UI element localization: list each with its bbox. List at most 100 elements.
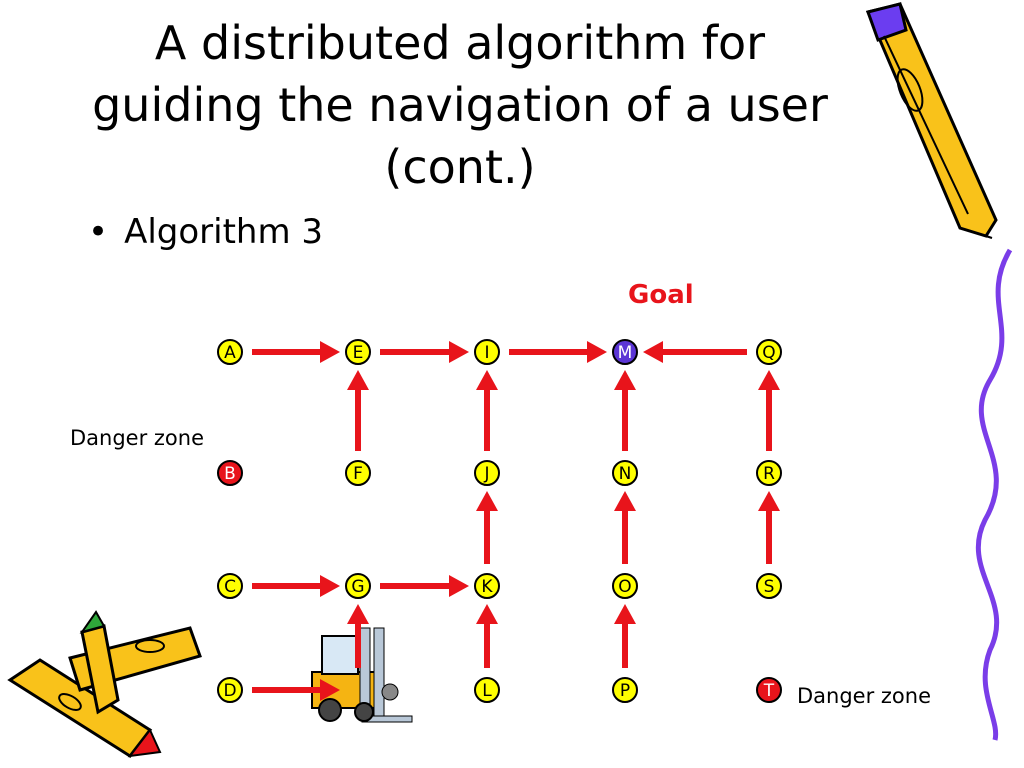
arrow-head — [476, 604, 498, 624]
arrow-O-to-N — [614, 491, 636, 564]
title-line-3: (cont.) — [384, 140, 536, 194]
node-J: J — [474, 460, 500, 486]
arrow-N-to-M — [614, 370, 636, 451]
node-O: O — [612, 573, 638, 599]
node-circle — [756, 460, 782, 486]
node-circle — [756, 573, 782, 599]
node-circle — [612, 573, 638, 599]
arrow-P-to-O — [614, 604, 636, 668]
arrow-head — [449, 575, 469, 597]
node-label: S — [764, 577, 775, 597]
arrow-head — [476, 370, 498, 390]
node-circle — [217, 339, 243, 365]
arrow-I-to-M — [509, 341, 607, 363]
node-R: R — [756, 460, 782, 486]
arrow-head — [758, 370, 780, 390]
node-label: I — [484, 343, 489, 363]
arrow-head — [347, 370, 369, 390]
node-label: R — [763, 464, 775, 484]
arrow-E-to-I — [380, 341, 469, 363]
node-circle — [474, 573, 500, 599]
node-label: A — [224, 343, 236, 363]
node-circle — [345, 460, 371, 486]
arrow-G-to-K — [380, 575, 469, 597]
node-K: K — [474, 573, 500, 599]
node-M: M — [612, 339, 638, 365]
arrow-head — [347, 604, 369, 624]
arrow-head — [449, 341, 469, 363]
node-A: A — [217, 339, 243, 365]
node-label: D — [223, 681, 236, 701]
bullet-item: • Algorithm 3 — [88, 212, 323, 252]
node-T: T — [756, 677, 782, 703]
node-I: I — [474, 339, 500, 365]
crayons-clipart-icon — [7, 610, 202, 758]
node-Q: Q — [756, 339, 782, 365]
arrow-head — [614, 491, 636, 511]
arrow-head — [614, 370, 636, 390]
bullet-text: Algorithm 3 — [124, 212, 324, 252]
node-label: T — [763, 681, 775, 701]
node-circle — [217, 573, 243, 599]
bullet-dot-icon: • — [88, 212, 109, 252]
node-circle — [345, 573, 371, 599]
node-label: B — [224, 464, 236, 484]
arrow-A-to-E — [252, 341, 340, 363]
arrow-F-to-E — [347, 370, 369, 451]
node-C: C — [217, 573, 243, 599]
node-E: E — [345, 339, 371, 365]
node-label: M — [618, 343, 633, 363]
node-B: B — [217, 460, 243, 486]
goal-label: Goal — [628, 280, 694, 310]
arrow-R-to-Q — [758, 370, 780, 451]
title-line-1: A distributed algorithm for — [154, 16, 766, 70]
node-circle — [474, 460, 500, 486]
node-P: P — [612, 677, 638, 703]
node-circle — [345, 339, 371, 365]
node-circle — [756, 677, 782, 703]
arrow-head — [758, 491, 780, 511]
node-label: L — [482, 681, 492, 701]
wavy-line-decoration — [975, 248, 1013, 741]
node-label: Q — [762, 343, 775, 363]
danger-zone-label-right: Danger zone — [797, 684, 932, 708]
node-circle — [612, 339, 638, 365]
arrow-head — [320, 679, 340, 701]
node-L: L — [474, 677, 500, 703]
arrow-Q-to-M — [643, 341, 747, 363]
arrow-head — [476, 491, 498, 511]
node-label: K — [481, 577, 493, 597]
arrow-head — [643, 341, 663, 363]
node-label: F — [353, 464, 363, 484]
pencil-clipart-top-right-icon — [865, 2, 998, 239]
arrow-D-to-H — [252, 679, 340, 701]
arrow-K-to-J — [476, 491, 498, 564]
node-label: G — [351, 577, 364, 597]
node-label: J — [483, 464, 489, 484]
node-label: N — [619, 464, 632, 484]
arrow-L-to-K — [476, 604, 498, 668]
arrow-H-to-G — [347, 604, 369, 668]
node-label: O — [618, 577, 631, 597]
node-S: S — [756, 573, 782, 599]
node-circle — [612, 460, 638, 486]
node-label: E — [353, 343, 364, 363]
node-circle — [474, 677, 500, 703]
arrow-head — [614, 604, 636, 624]
node-N: N — [612, 460, 638, 486]
arrow-C-to-G — [252, 575, 340, 597]
node-circle — [612, 677, 638, 703]
forklift-clipart-icon — [311, 627, 413, 723]
title-line-2: guiding the navigation of a user — [92, 78, 828, 132]
arrow-head — [320, 575, 340, 597]
node-label: C — [224, 577, 236, 597]
danger-zone-label-left: Danger zone — [70, 426, 205, 450]
arrow-head — [320, 341, 340, 363]
node-circle — [756, 339, 782, 365]
node-circle — [474, 339, 500, 365]
node-circle — [217, 677, 243, 703]
node-G: G — [345, 573, 371, 599]
node-label: P — [620, 681, 630, 701]
node-circle — [217, 460, 243, 486]
